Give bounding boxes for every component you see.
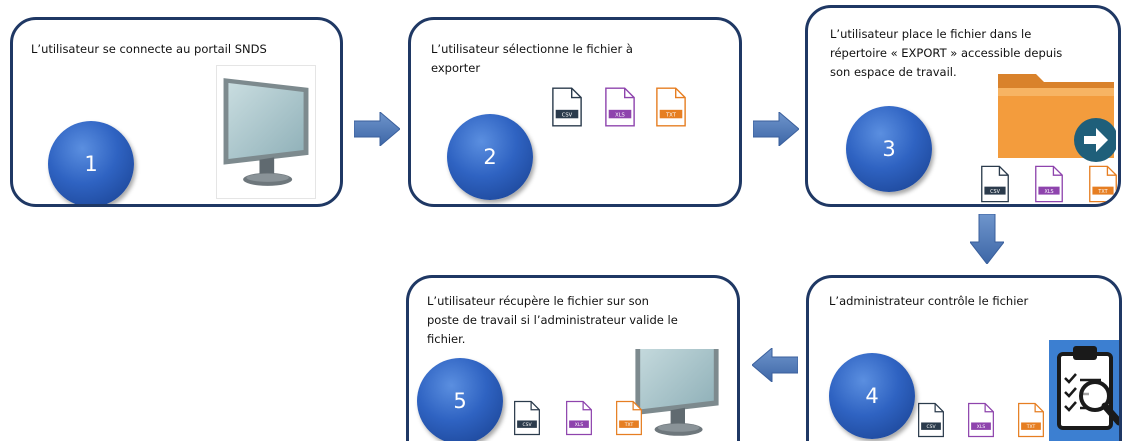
xls-file-icon: XLS xyxy=(565,398,593,438)
step-3-number: 3 xyxy=(846,106,932,192)
xls-label: XLS xyxy=(977,424,986,430)
step-5-number: 5 xyxy=(417,358,503,441)
csv-file-icon: CSV xyxy=(980,164,1010,204)
arrow-right-icon xyxy=(354,112,400,146)
step-2-box: L’utilisateur sélectionne le fichier à e… xyxy=(408,17,742,207)
arrow-left-icon xyxy=(752,348,798,382)
csv-file-icon: CSV xyxy=(917,400,945,440)
txt-file-icon: TXT xyxy=(1088,164,1118,204)
step-1-box: L’utilisateur se connecte au portail SND… xyxy=(10,17,343,207)
file-icons-group: CSV XLS TXT xyxy=(549,83,695,133)
step-1-text: L’utilisateur se connecte au portail SND… xyxy=(31,42,267,56)
csv-label: CSV xyxy=(990,189,1000,195)
folder-export-icon xyxy=(998,74,1116,162)
arrow-right-icon xyxy=(753,112,799,146)
step-4-text: L’administrateur contrôle le fichier xyxy=(829,294,1029,308)
xls-file-icon: XLS xyxy=(1034,164,1064,204)
clipboard-magnifier-icon xyxy=(1049,340,1119,441)
csv-file-icon: CSV xyxy=(551,85,583,129)
step-3-text: L’utilisateur place le fichier dans le r… xyxy=(830,27,1063,79)
step-5-box: L’utilisateur récupère le fichier sur so… xyxy=(406,275,740,441)
csv-label: CSV xyxy=(562,112,573,118)
txt-file-icon: TXT xyxy=(615,398,643,438)
txt-label: TXT xyxy=(1026,424,1036,430)
file-icons-group: CSV XLS TXT xyxy=(917,400,1047,441)
csv-label: CSV xyxy=(926,424,936,430)
csv-label: CSV xyxy=(522,422,532,428)
file-icons-group: CSV XLS TXT xyxy=(980,164,1120,207)
step-4-box: L’administrateur contrôle le fichier CSV… xyxy=(806,275,1122,441)
xls-file-icon: XLS xyxy=(967,400,995,440)
step-2-number: 2 xyxy=(447,114,533,200)
step-2-text: L’utilisateur sélectionne le fichier à e… xyxy=(431,42,633,75)
step-5-text: L’utilisateur récupère le fichier sur so… xyxy=(427,292,727,349)
txt-file-icon: TXT xyxy=(655,85,687,129)
txt-label: TXT xyxy=(624,422,634,428)
xls-label: XLS xyxy=(1044,189,1053,195)
txt-label: TXT xyxy=(665,112,677,118)
txt-label: TXT xyxy=(1097,189,1107,195)
arrow-down-icon xyxy=(970,214,1004,264)
monitor-icon xyxy=(216,65,316,199)
xls-file-icon: XLS xyxy=(604,85,636,129)
xls-label: XLS xyxy=(615,112,625,118)
csv-file-icon: CSV xyxy=(513,398,541,438)
txt-file-icon: TXT xyxy=(1017,400,1045,440)
step-4-number: 4 xyxy=(829,353,915,439)
file-icons-group: CSV XLS TXT xyxy=(513,398,643,441)
xls-label: XLS xyxy=(575,422,584,428)
step-3-box: L’utilisateur place le fichier dans le r… xyxy=(805,5,1121,207)
step-1-number: 1 xyxy=(48,121,134,204)
